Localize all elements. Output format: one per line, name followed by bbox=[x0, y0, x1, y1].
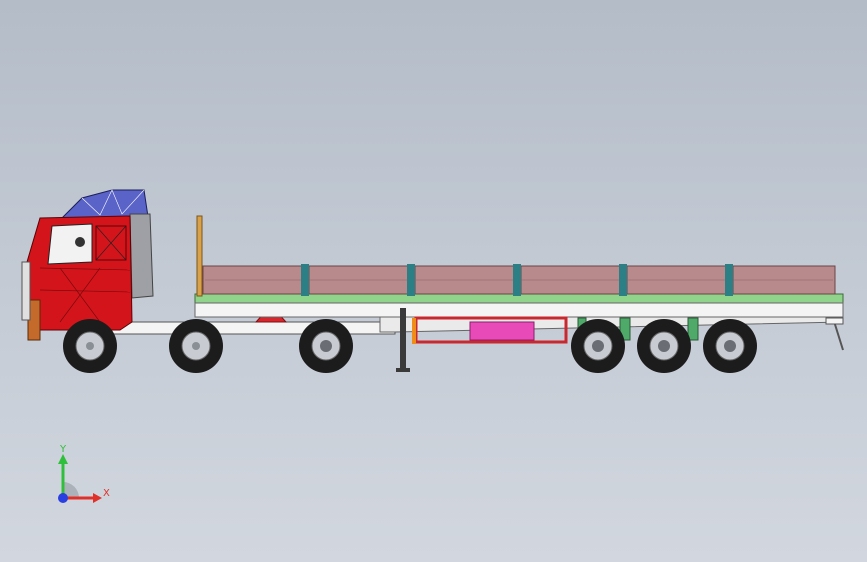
triad-plane-indicator bbox=[63, 482, 79, 498]
landing-gear bbox=[396, 308, 410, 372]
tractor-front-wheel bbox=[63, 319, 117, 373]
y-axis-label: Y bbox=[59, 444, 67, 455]
tractor-cab bbox=[21, 189, 154, 341]
rear-stand bbox=[825, 317, 844, 351]
orientation-triad[interactable]: Y X bbox=[40, 438, 120, 518]
x-axis-label: X bbox=[103, 488, 110, 499]
tractor-chassis-frame bbox=[109, 321, 396, 335]
trailer-side-panels bbox=[196, 215, 836, 297]
tractor-drive-wheel-2 bbox=[299, 319, 353, 373]
trailer-wheel-1 bbox=[571, 319, 625, 373]
trailer-underbody-box bbox=[412, 316, 568, 344]
headboard-post bbox=[196, 215, 203, 297]
z-axis-dot bbox=[58, 493, 68, 503]
trailer-wheel-3 bbox=[703, 319, 757, 373]
tractor-drive-wheel-1 bbox=[169, 319, 223, 373]
trailer-wheel-2 bbox=[637, 319, 691, 373]
